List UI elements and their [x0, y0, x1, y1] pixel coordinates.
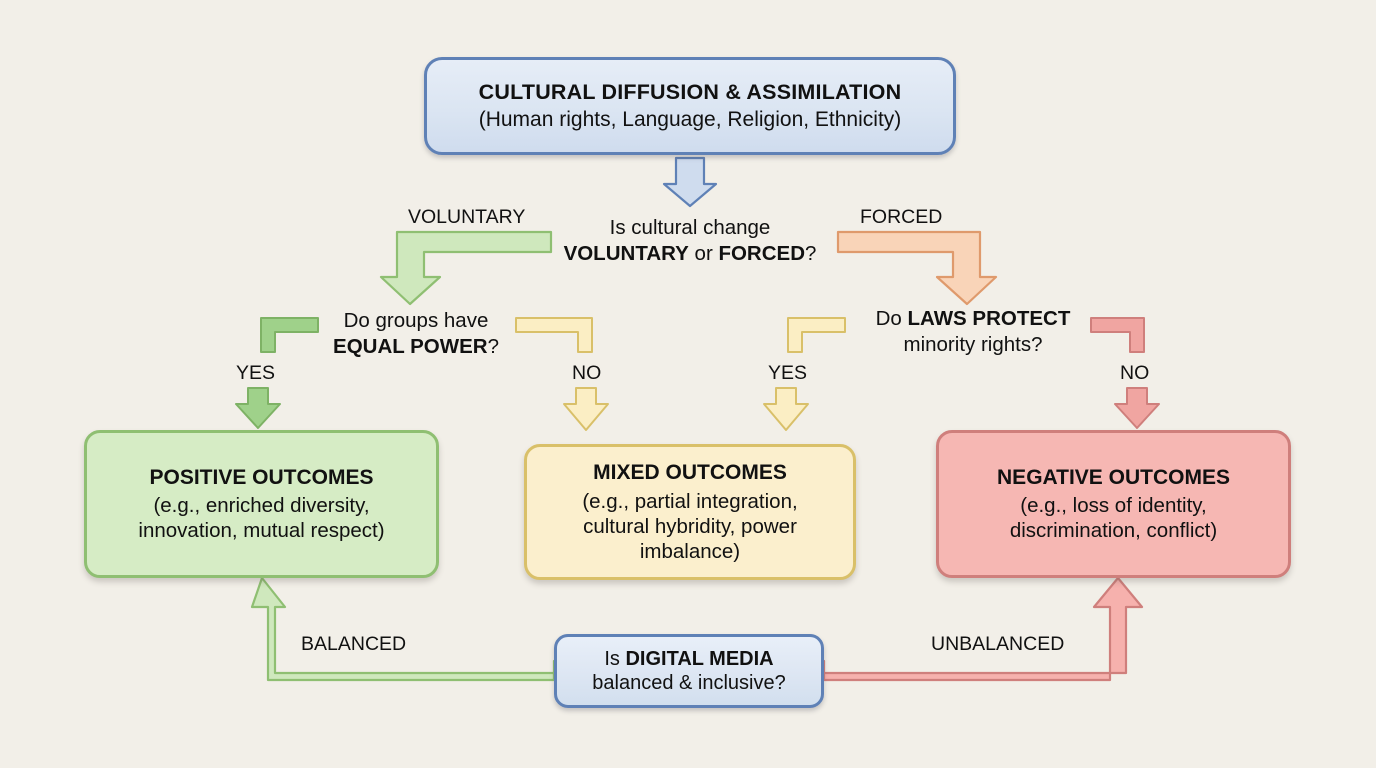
emphasis-forced: FORCED	[718, 242, 806, 266]
arrow-voluntary-elbow	[379, 230, 553, 306]
decision-node-digital-media[interactable]: Is DIGITAL MEDIA balanced & inclusive?	[554, 634, 824, 708]
question-conjunction: or	[688, 242, 719, 266]
outcome-node-mixed[interactable]: MIXED OUTCOMES (e.g., partial integratio…	[524, 444, 856, 580]
emphasis-laws-protect: LAWS PROTECT	[907, 307, 1071, 330]
question-equal-power: Do groups have EQUAL POWER?	[300, 308, 532, 360]
outcome-positive-title: POSITIVE OUTCOMES	[149, 465, 374, 489]
outcome-mixed-line2: cultural hybridity, power	[583, 514, 797, 538]
root-node-title: CULTURAL DIFFUSION & ASSIMILATION	[478, 80, 902, 105]
question-laws-prefix: Do	[875, 307, 908, 330]
connector-laws-no-elbow	[1090, 317, 1145, 353]
edge-label-yes-equal-power: YES	[236, 362, 276, 384]
arrow-balanced-elbow-up	[250, 576, 556, 682]
edge-label-voluntary: VOLUNTARY	[408, 206, 526, 228]
outcome-negative-line2: discrimination, conflict)	[1009, 519, 1218, 543]
root-node-cultural-diffusion[interactable]: CULTURAL DIFFUSION & ASSIMILATION (Human…	[424, 57, 956, 155]
outcome-positive-line2: innovation, mutual respect)	[138, 519, 385, 543]
edge-label-no-laws: NO	[1120, 362, 1150, 384]
root-node-subtitle: (Human rights, Language, Religion, Ethni…	[478, 108, 902, 132]
arrow-unbalanced-elbow-up	[822, 576, 1144, 682]
question-mark: ?	[487, 335, 499, 359]
edge-label-balanced: BALANCED	[301, 633, 407, 655]
outcome-positive-line1: (e.g., enriched diversity,	[153, 494, 370, 518]
decision-digital-line2: balanced & inclusive?	[592, 672, 786, 694]
outcome-mixed-title: MIXED OUTCOMES	[593, 461, 787, 485]
arrow-root-down	[662, 156, 718, 208]
emphasis-equal-power: EQUAL POWER	[333, 335, 488, 359]
edge-label-forced: FORCED	[860, 206, 943, 228]
question-equal-power-line1: Do groups have	[343, 309, 489, 332]
question-laws-protect: Do LAWS PROTECT minority rights?	[850, 306, 1096, 358]
outcome-node-negative[interactable]: NEGATIVE OUTCOMES (e.g., loss of identit…	[936, 430, 1291, 578]
question-equal-power-line2: EQUAL POWER?	[300, 334, 532, 360]
question-laws-protect-line2: minority rights?	[903, 333, 1043, 357]
decision-digital-line1: Is DIGITAL MEDIA	[604, 647, 773, 671]
emphasis-voluntary: VOLUNTARY	[563, 242, 689, 266]
outcome-mixed-line3: imbalance)	[639, 539, 741, 563]
outcome-node-positive[interactable]: POSITIVE OUTCOMES (e.g., enriched divers…	[84, 430, 439, 578]
question-mark: ?	[805, 242, 817, 266]
arrow-yes-right-down	[763, 387, 809, 431]
edge-label-yes-laws: YES	[768, 362, 808, 384]
connector-laws-yes-elbow	[787, 317, 846, 353]
arrow-no-left-down	[563, 387, 609, 431]
decision-digital-prefix: Is	[604, 647, 626, 670]
emphasis-digital-media: DIGITAL MEDIA	[625, 647, 774, 670]
arrow-yes-left-down	[235, 387, 281, 429]
arrow-forced-elbow	[836, 230, 998, 306]
edge-label-unbalanced: UNBALANCED	[931, 633, 1065, 655]
question-cultural-change-line2: VOLUNTARY or FORCED?	[552, 241, 828, 267]
outcome-negative-line1: (e.g., loss of identity,	[1020, 494, 1207, 518]
edge-label-no-equal-power: NO	[572, 362, 602, 384]
outcome-mixed-line1: (e.g., partial integration,	[582, 489, 798, 513]
outcome-negative-title: NEGATIVE OUTCOMES	[997, 465, 1230, 489]
question-cultural-change: Is cultural change VOLUNTARY or FORCED?	[552, 215, 828, 267]
question-cultural-change-line1: Is cultural change	[609, 216, 771, 239]
question-laws-protect-line1: Do LAWS PROTECT	[850, 306, 1096, 332]
arrow-no-right-down	[1114, 387, 1160, 429]
